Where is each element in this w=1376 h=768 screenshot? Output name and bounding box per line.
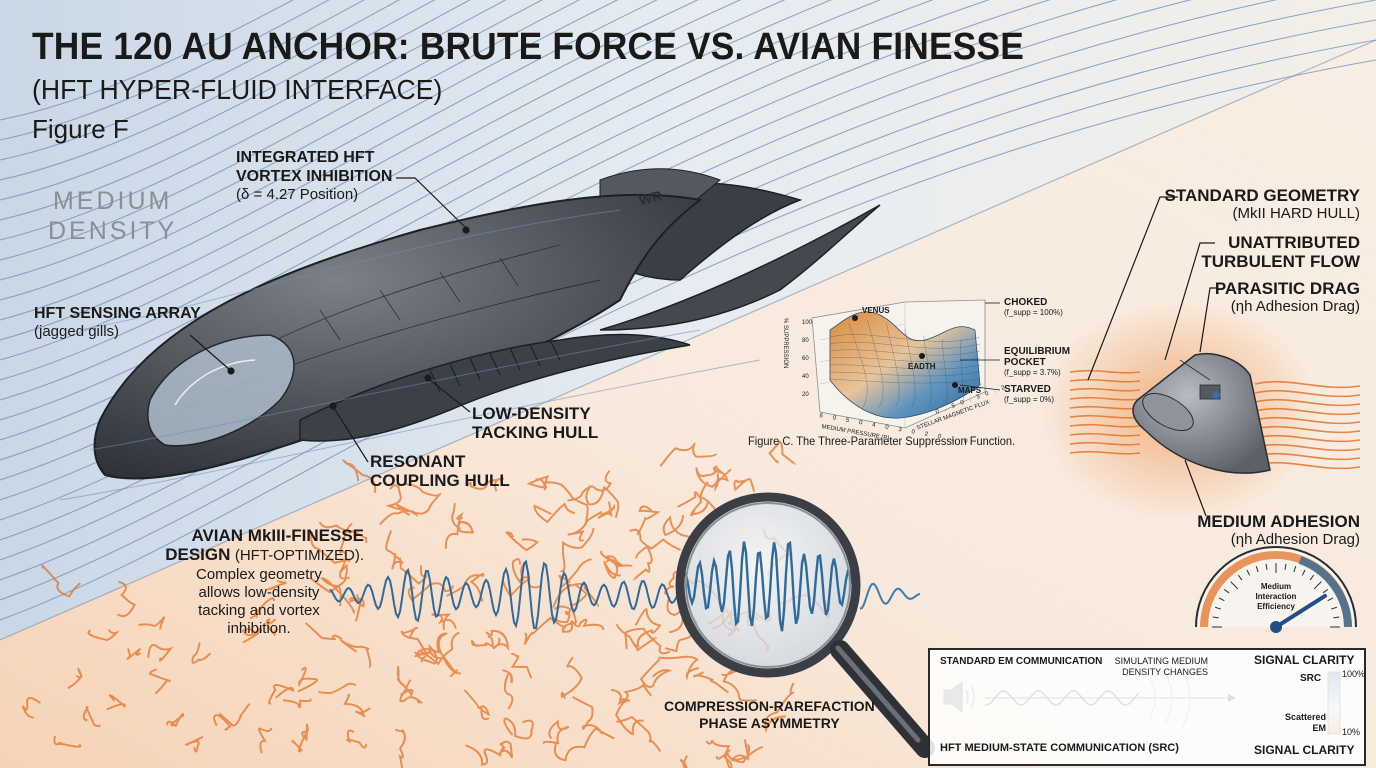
pct-top-label: 100% [1342, 669, 1366, 679]
resonant-hull-label: RESONANT COUPLING HULL [370, 452, 510, 490]
resonant-line2: COUPLING HULL [370, 471, 510, 490]
pct-bottom-label: 10% [1342, 727, 1361, 737]
simulating-line1: SIMULATING MEDIUM [1114, 656, 1208, 666]
equil-line1: EQUILIBRIUM [1004, 346, 1071, 357]
gauge-line1: Medium [1260, 582, 1292, 591]
parasitic-drag-label: PARASITIC DRAG (ηh Adhesion Drag) [1215, 279, 1360, 316]
density-line2: DENSITY [48, 217, 178, 245]
starved-title: STARVED [1004, 384, 1051, 395]
scattered-label: Scattered EM [1270, 712, 1326, 734]
venus-label: VENUS [862, 306, 890, 315]
choked-title: CHOKED [1004, 297, 1048, 308]
magnifier [675, 492, 935, 758]
density-line1: MEDIUM [52, 187, 173, 215]
scattered-line2: EM [1312, 723, 1327, 733]
z-tick-labels: 100 80 60 40 20 [802, 314, 812, 404]
avian-desc-1: Complex geometry [196, 566, 322, 583]
equilibrium-label: EQUILIBRIUM POCKET (f_supp = 3.7%) [1004, 346, 1070, 378]
sensing-title: HFT SENSING ARRAY [34, 305, 201, 322]
resonant-line1: RESONANT [370, 452, 466, 471]
adhesion-title: MEDIUM ADHESION [1197, 512, 1360, 531]
vortex-title-1: INTEGRATED HFT [236, 149, 375, 166]
tacking-line1: LOW-DENSITY [472, 404, 591, 423]
scattered-line1: Scattered [1284, 712, 1326, 722]
z-axis-label: % SUPPRESSION [782, 318, 788, 369]
medium-density-label: MEDIUM DENSITY [48, 186, 177, 246]
src-label: SRC [1300, 673, 1322, 684]
compression-line2: PHASE ASYMMETRY [699, 715, 840, 731]
vortex-inhibition-label: INTEGRATED HFT VORTEX INHIBITION (δ = 4.… [236, 148, 392, 204]
tacking-hull-label: LOW-DENSITY TACKING HULL [472, 404, 598, 442]
avian-title-2b: (HFT-OPTIMIZED). [234, 547, 364, 564]
standard-title: STANDARD GEOMETRY [1164, 186, 1361, 205]
turbulent-line2: TURBULENT FLOW [1201, 252, 1360, 271]
gauge-label: Medium Interaction Efficiency [1238, 582, 1314, 612]
hft-comm-label: HFT MEDIUM-STATE COMMUNICATION (SRC) [940, 742, 1179, 754]
page-subtitle: (HFT HYPER-FLUID INTERFACE) [32, 74, 443, 105]
hull-mark-text: WR [637, 187, 663, 208]
vortex-title-2: VORTEX INHIBITION [236, 168, 393, 185]
z-tick: 20 [802, 392, 809, 398]
z-tick: 60 [802, 356, 809, 362]
adhesion-sub: (ηh Adhesion Drag) [1230, 531, 1360, 548]
choked-label: CHOKED (f_supp = 100%) [1004, 297, 1063, 318]
sensing-sub: (jagged gills) [34, 323, 120, 340]
page-title: THE 120 AU ANCHOR: BRUTE FORCE VS. AVIAN… [32, 26, 1025, 68]
z-tick: 100 [802, 320, 813, 326]
mars-label: MAPS [958, 386, 982, 395]
standard-sub: (MkII HARD HULL) [1232, 205, 1360, 222]
simulating-label: SIMULATING MEDIUM DENSITY CHANGES [1108, 656, 1208, 678]
starved-sub: (f_supp = 0%) [1004, 395, 1055, 404]
surface-plot-caption: Figure C. The Three-Parameter Suppressio… [748, 434, 1016, 448]
signal-clarity-bottom: SIGNAL CLARITY [1254, 743, 1355, 757]
choked-sub: (f_supp = 100%) [1004, 308, 1063, 317]
gauge-line2: Interaction [1255, 592, 1297, 601]
avian-description: Complex geometry allows low-density tack… [196, 566, 322, 638]
turbulent-flow-label: UNATTRIBUTED TURBULENT FLOW [1201, 233, 1360, 271]
sensing-array-label: HFT SENSING ARRAY (jagged gills) [34, 304, 201, 341]
comm-panel [928, 648, 1366, 766]
efficiency-gauge [1195, 546, 1357, 633]
equil-sub: (f_supp = 3.7%) [1004, 368, 1061, 377]
medium-adhesion-label: MEDIUM ADHESION (ηh Adhesion Drag) [1197, 512, 1360, 549]
compression-label: COMPRESSION-RAREFACTION PHASE ASYMMETRY [664, 698, 875, 732]
turbulent-line1: UNATTRIBUTED [1228, 233, 1360, 252]
z-tick: 40 [802, 374, 809, 380]
signal-clarity-top: SIGNAL CLARITY [1254, 653, 1355, 667]
standard-em-label: STANDARD EM COMMUNICATION [940, 656, 1103, 667]
compression-line1: COMPRESSION-RAREFACTION [664, 698, 875, 714]
standard-capsule [1132, 353, 1271, 474]
starved-label: STARVED (f_supp = 0%) [1004, 384, 1054, 405]
parasitic-sub: (ηh Adhesion Drag) [1230, 298, 1360, 315]
parasitic-title: PARASITIC DRAG [1214, 279, 1360, 298]
tacking-line2: TACKING HULL [472, 423, 599, 442]
avian-desc-4: inhibition. [227, 620, 291, 637]
vortex-sub: (δ = 4.27 Position) [236, 186, 359, 203]
avian-desc-2: allows low-density [198, 584, 320, 601]
figure-label: Figure F [32, 114, 129, 144]
equil-line2: POCKET [1004, 357, 1046, 368]
avian-title-2: DESIGN [165, 545, 231, 564]
avian-ship: WR [93, 168, 881, 480]
suppression-surface-plot [811, 299, 1001, 429]
z-tick: 80 [802, 338, 809, 344]
gauge-line3: Efficiency [1257, 602, 1295, 611]
earth-label: EADTH [908, 362, 936, 371]
avian-desc-3: tacking and vortex [198, 602, 320, 619]
avian-title-1: AVIAN MkIII-FINESSE [191, 526, 364, 545]
simulating-line2: DENSITY CHANGES [1122, 667, 1208, 677]
avian-design-label: AVIAN MkIII-FINESSE DESIGN (HFT-OPTIMIZE… [165, 526, 364, 565]
standard-geometry-label: STANDARD GEOMETRY (MkII HARD HULL) [1165, 186, 1361, 223]
